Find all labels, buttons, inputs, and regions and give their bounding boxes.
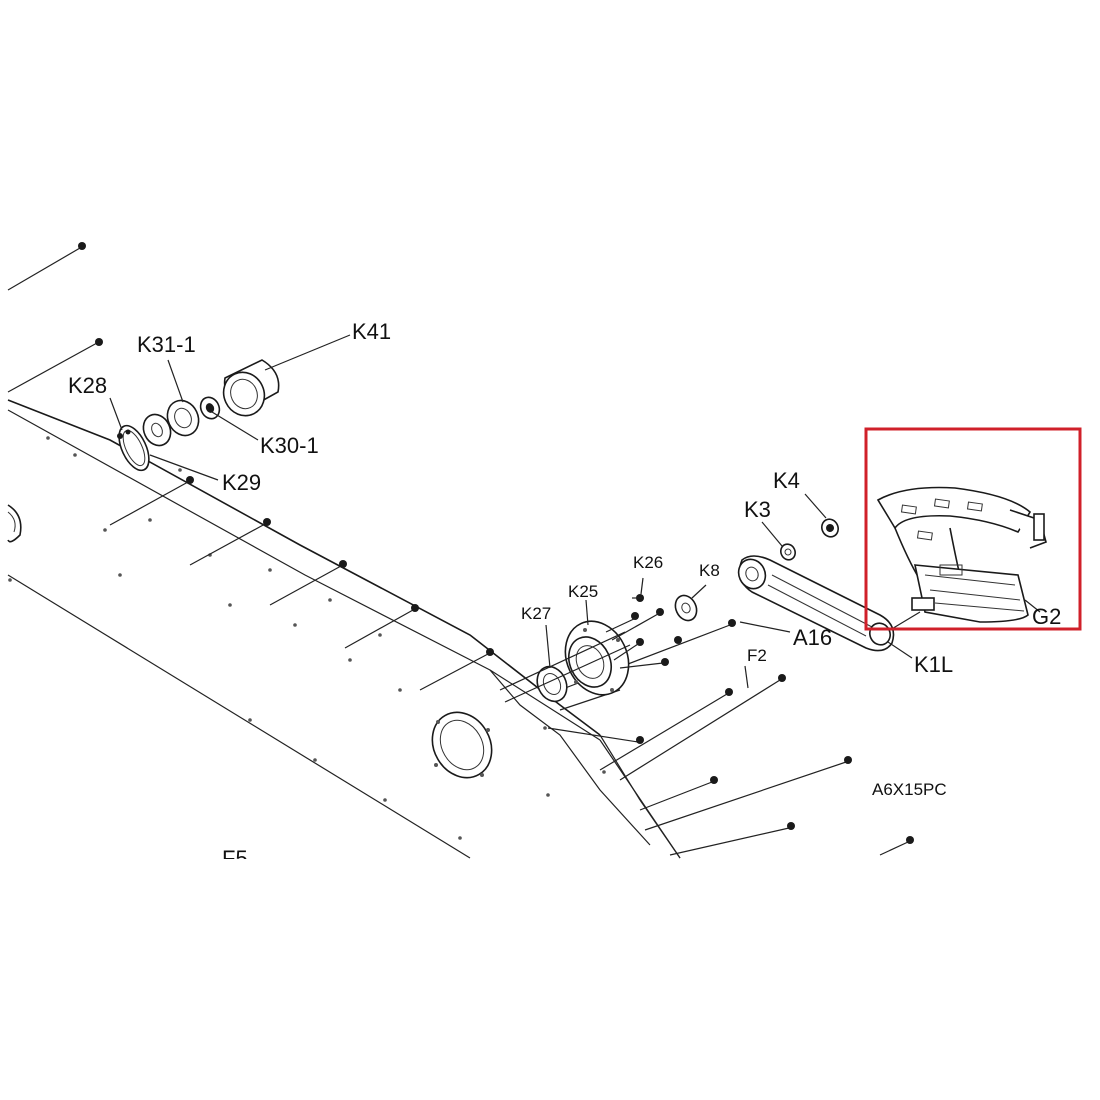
label-k1l: K1L [914,652,953,677]
label-k30-1: K30-1 [260,433,319,458]
center-hub-assembly [499,577,707,703]
label-k29: K29 [222,470,261,495]
label-k27: K27 [521,604,551,623]
left-bearing-assembly [109,334,351,481]
label-a6x15pc: A6X15PC [872,780,947,799]
label-g2: G2 [1032,604,1061,629]
label-k4: K4 [773,468,800,493]
highlight-box [864,427,1082,631]
label-k8: K8 [699,561,720,580]
label-k31-1: K31-1 [137,332,196,357]
label-k25: K25 [568,582,598,601]
frame-housing [7,399,681,859]
label-f2: F2 [747,646,767,665]
label-k41: K41 [352,319,391,344]
label-k26: K26 [633,553,663,572]
label-k28: K28 [68,373,107,398]
label-a16: A16 [793,625,832,650]
part-labels: K41 K31-1 K28 K30-1 K29 K4 K3 K26 K8 K25… [68,319,1061,871]
label-k3: K3 [744,497,771,522]
pedal-assembly [876,486,1047,623]
